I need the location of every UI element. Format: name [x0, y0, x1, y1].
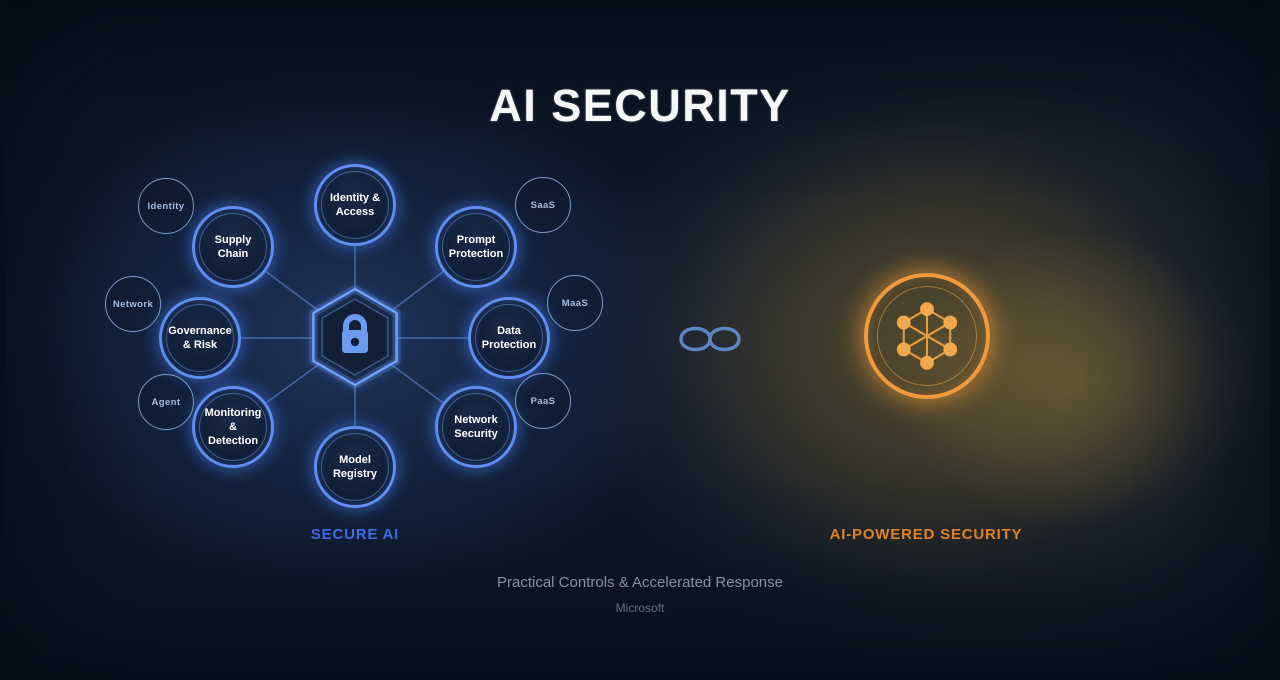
page-title: AI SECURITY	[489, 80, 791, 131]
infinity-icon	[679, 326, 741, 352]
node-prompt-protection: Prompt Protection	[435, 206, 517, 288]
satellite-paas: PaaS	[515, 373, 571, 429]
footer-subtitle: Practical Controls & Accelerated Respons…	[497, 574, 783, 591]
lock-icon	[342, 314, 368, 353]
footer-brand: Microsoft	[615, 601, 665, 615]
satellite-identity: Identity	[138, 178, 194, 234]
node-network-security: Network Security	[435, 386, 517, 468]
node-governance-risk: Governance & Risk	[159, 297, 241, 379]
secure-ai-caption: SECURE AI	[310, 526, 400, 543]
node-data-protection: Data Protection	[468, 297, 550, 379]
node-identity-access: Identity & Access	[314, 164, 396, 246]
node-model-registry: Model Registry	[314, 426, 396, 508]
satellite-maas: MaaS	[547, 275, 603, 331]
ai-powered-security-caption: AI-POWERED SECURITY	[829, 526, 1023, 543]
ai-powered-security-inner-ring	[877, 286, 977, 386]
satellite-saas: SaaS	[515, 177, 571, 233]
satellite-agent: Agent	[138, 374, 194, 430]
ai-powered-security-ring	[864, 273, 990, 399]
node-supply-chain: Supply Chain	[192, 206, 274, 288]
node-monitoring-detection: Monitoring & Detection	[192, 386, 274, 468]
satellite-network: Network	[105, 276, 161, 332]
